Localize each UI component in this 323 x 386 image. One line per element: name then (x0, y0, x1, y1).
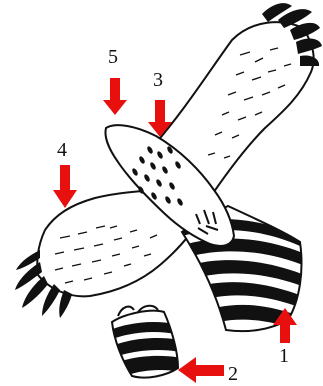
arrow-5-icon (103, 78, 127, 115)
label-2: 2 (228, 364, 238, 384)
label-3: 3 (153, 70, 163, 90)
banded-detail-inset (110, 306, 182, 378)
label-1: 1 (279, 346, 289, 366)
arrow-4-icon (53, 165, 77, 208)
label-4: 4 (57, 140, 67, 160)
label-5: 5 (108, 47, 118, 67)
arrow-2-icon (178, 357, 224, 383)
